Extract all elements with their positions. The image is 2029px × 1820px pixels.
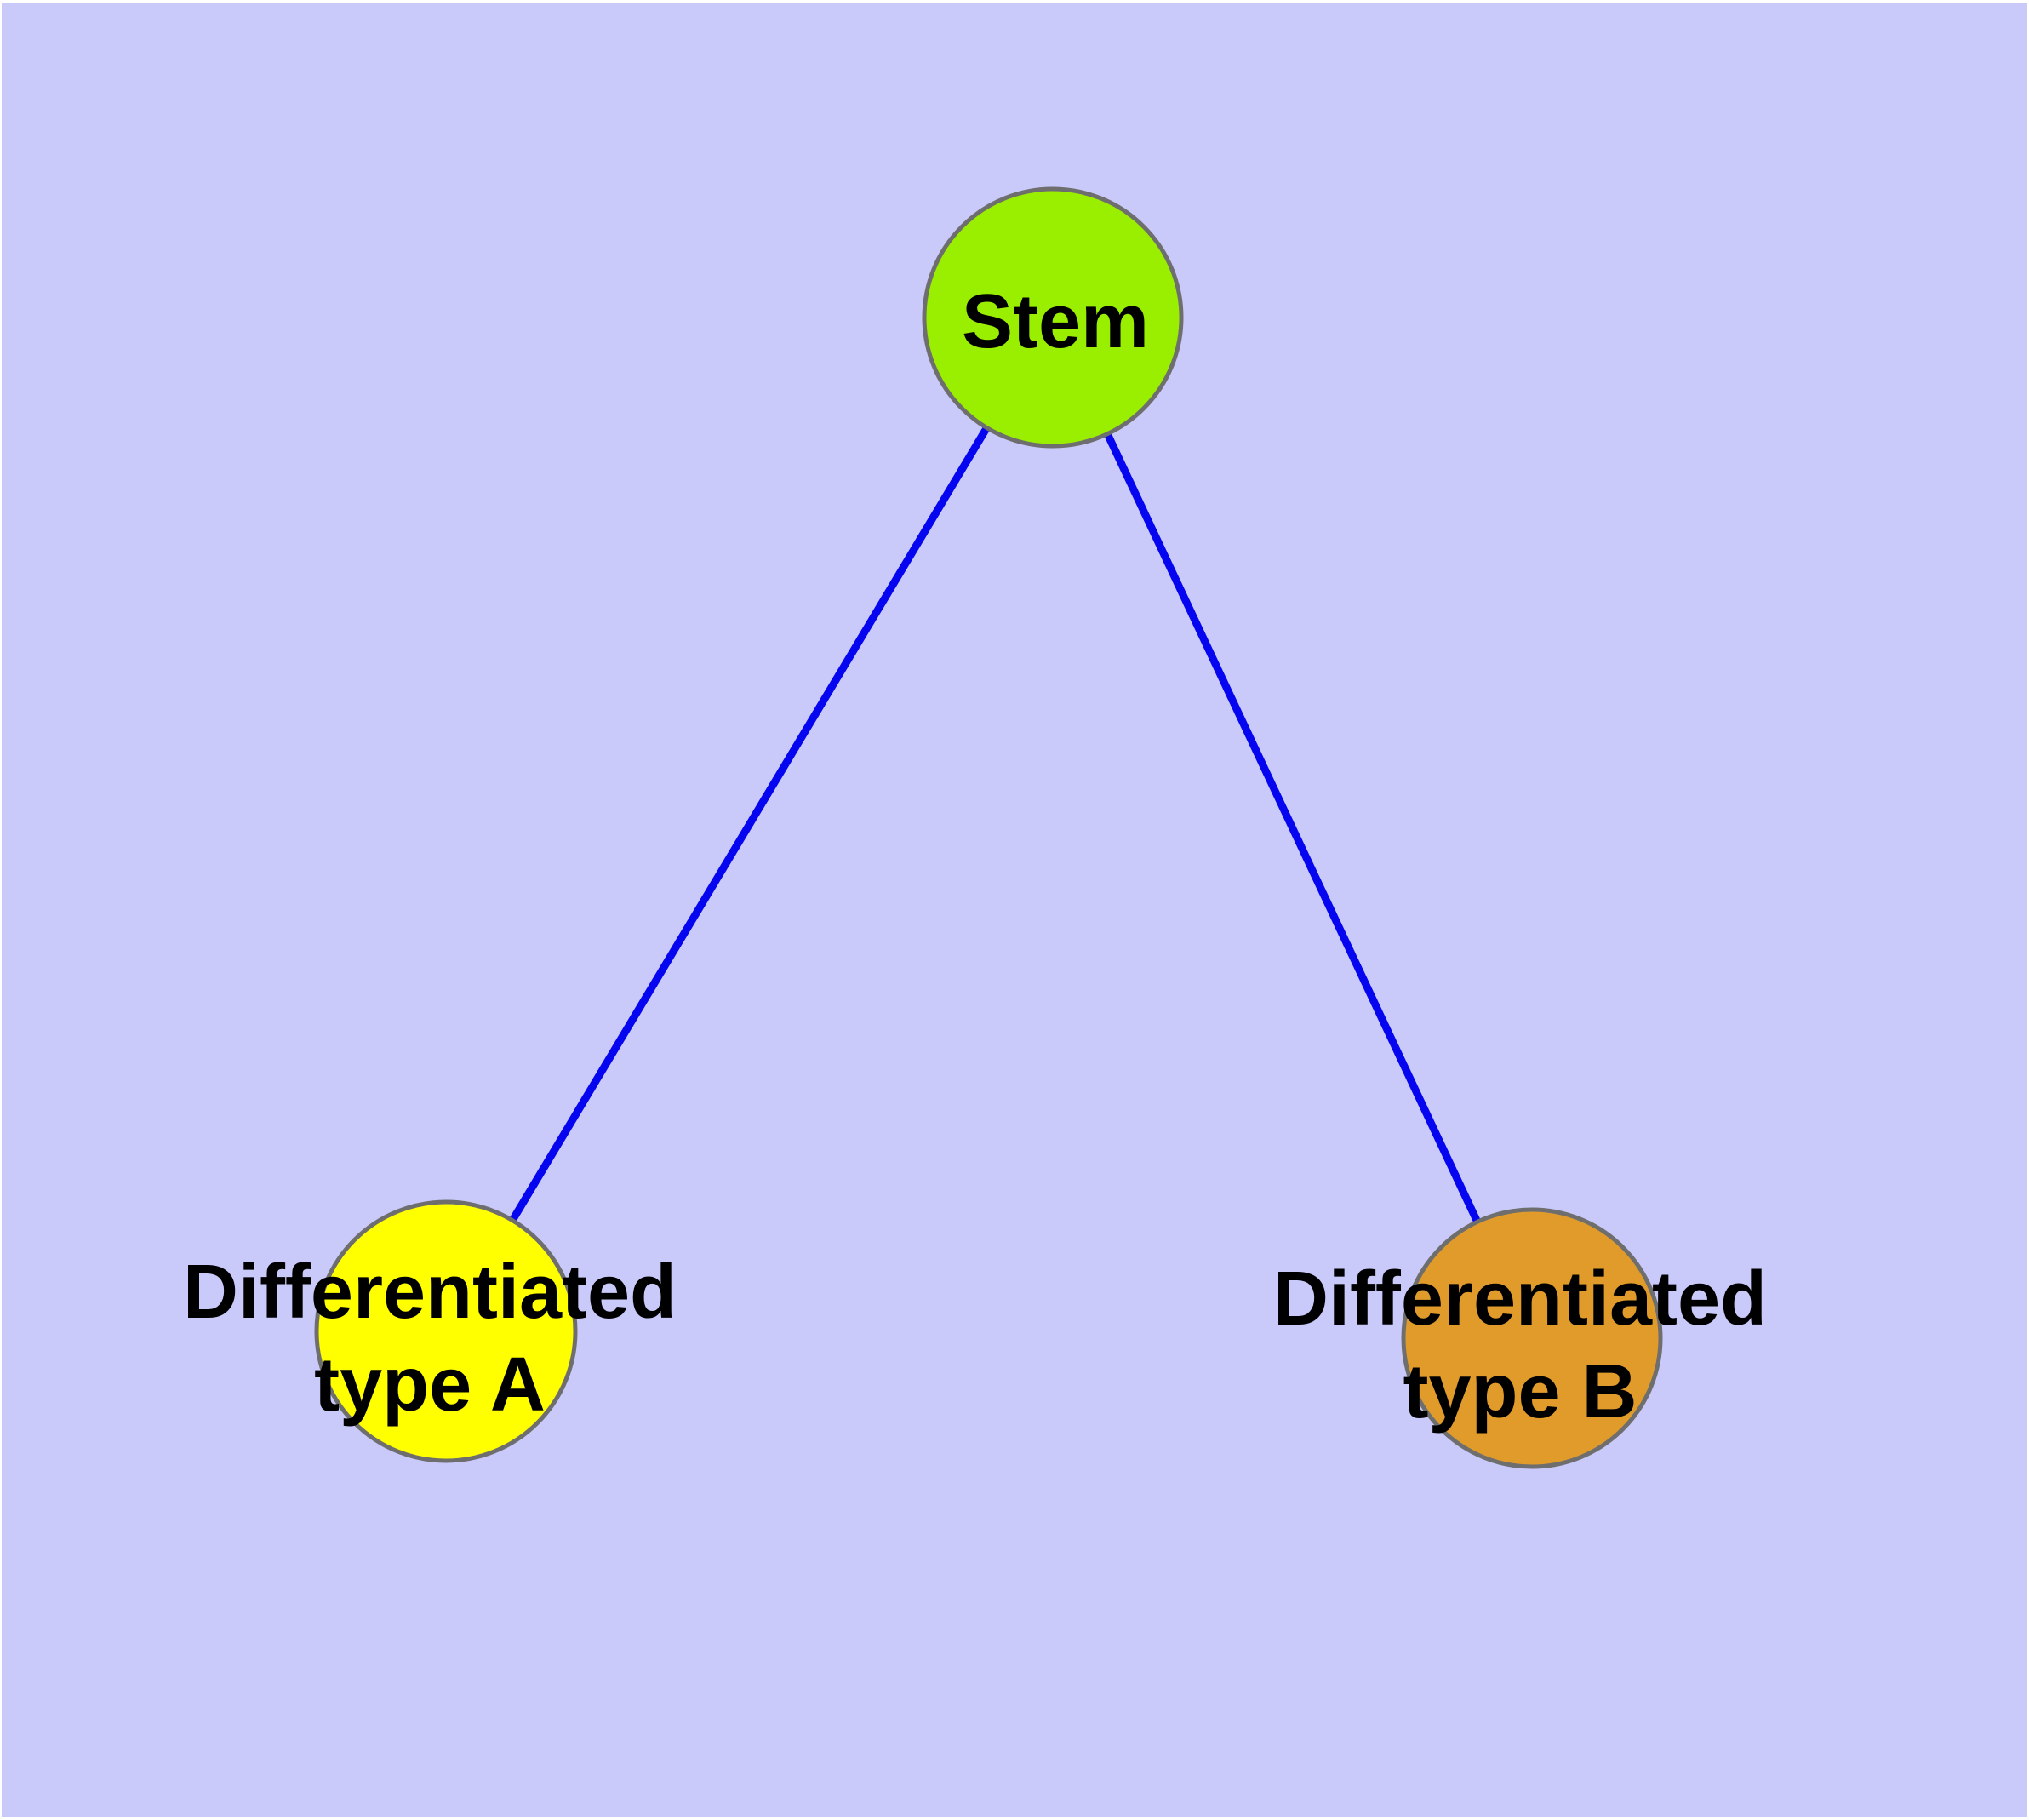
node-label-differentiated-type-b-line-1: Differentiated: [1273, 1256, 1767, 1342]
node-differentiated-type-b: [1401, 1207, 1663, 1469]
node-label-differentiated-type-a-line-1: Differentiated: [183, 1250, 677, 1335]
node-differentiated-type-a: [314, 1199, 578, 1463]
node-stem: [922, 186, 1184, 449]
node-label-differentiated-type-b-line-2: type B: [1403, 1349, 1637, 1434]
edge-stem-to-differentiated-type-b: [1049, 316, 1536, 1340]
node-label-differentiated-type-a-line-2: type A: [314, 1342, 546, 1428]
edge-stem-to-differentiated-type-a: [443, 315, 1056, 1334]
node-label-stem-line-1: Stem: [962, 279, 1149, 364]
